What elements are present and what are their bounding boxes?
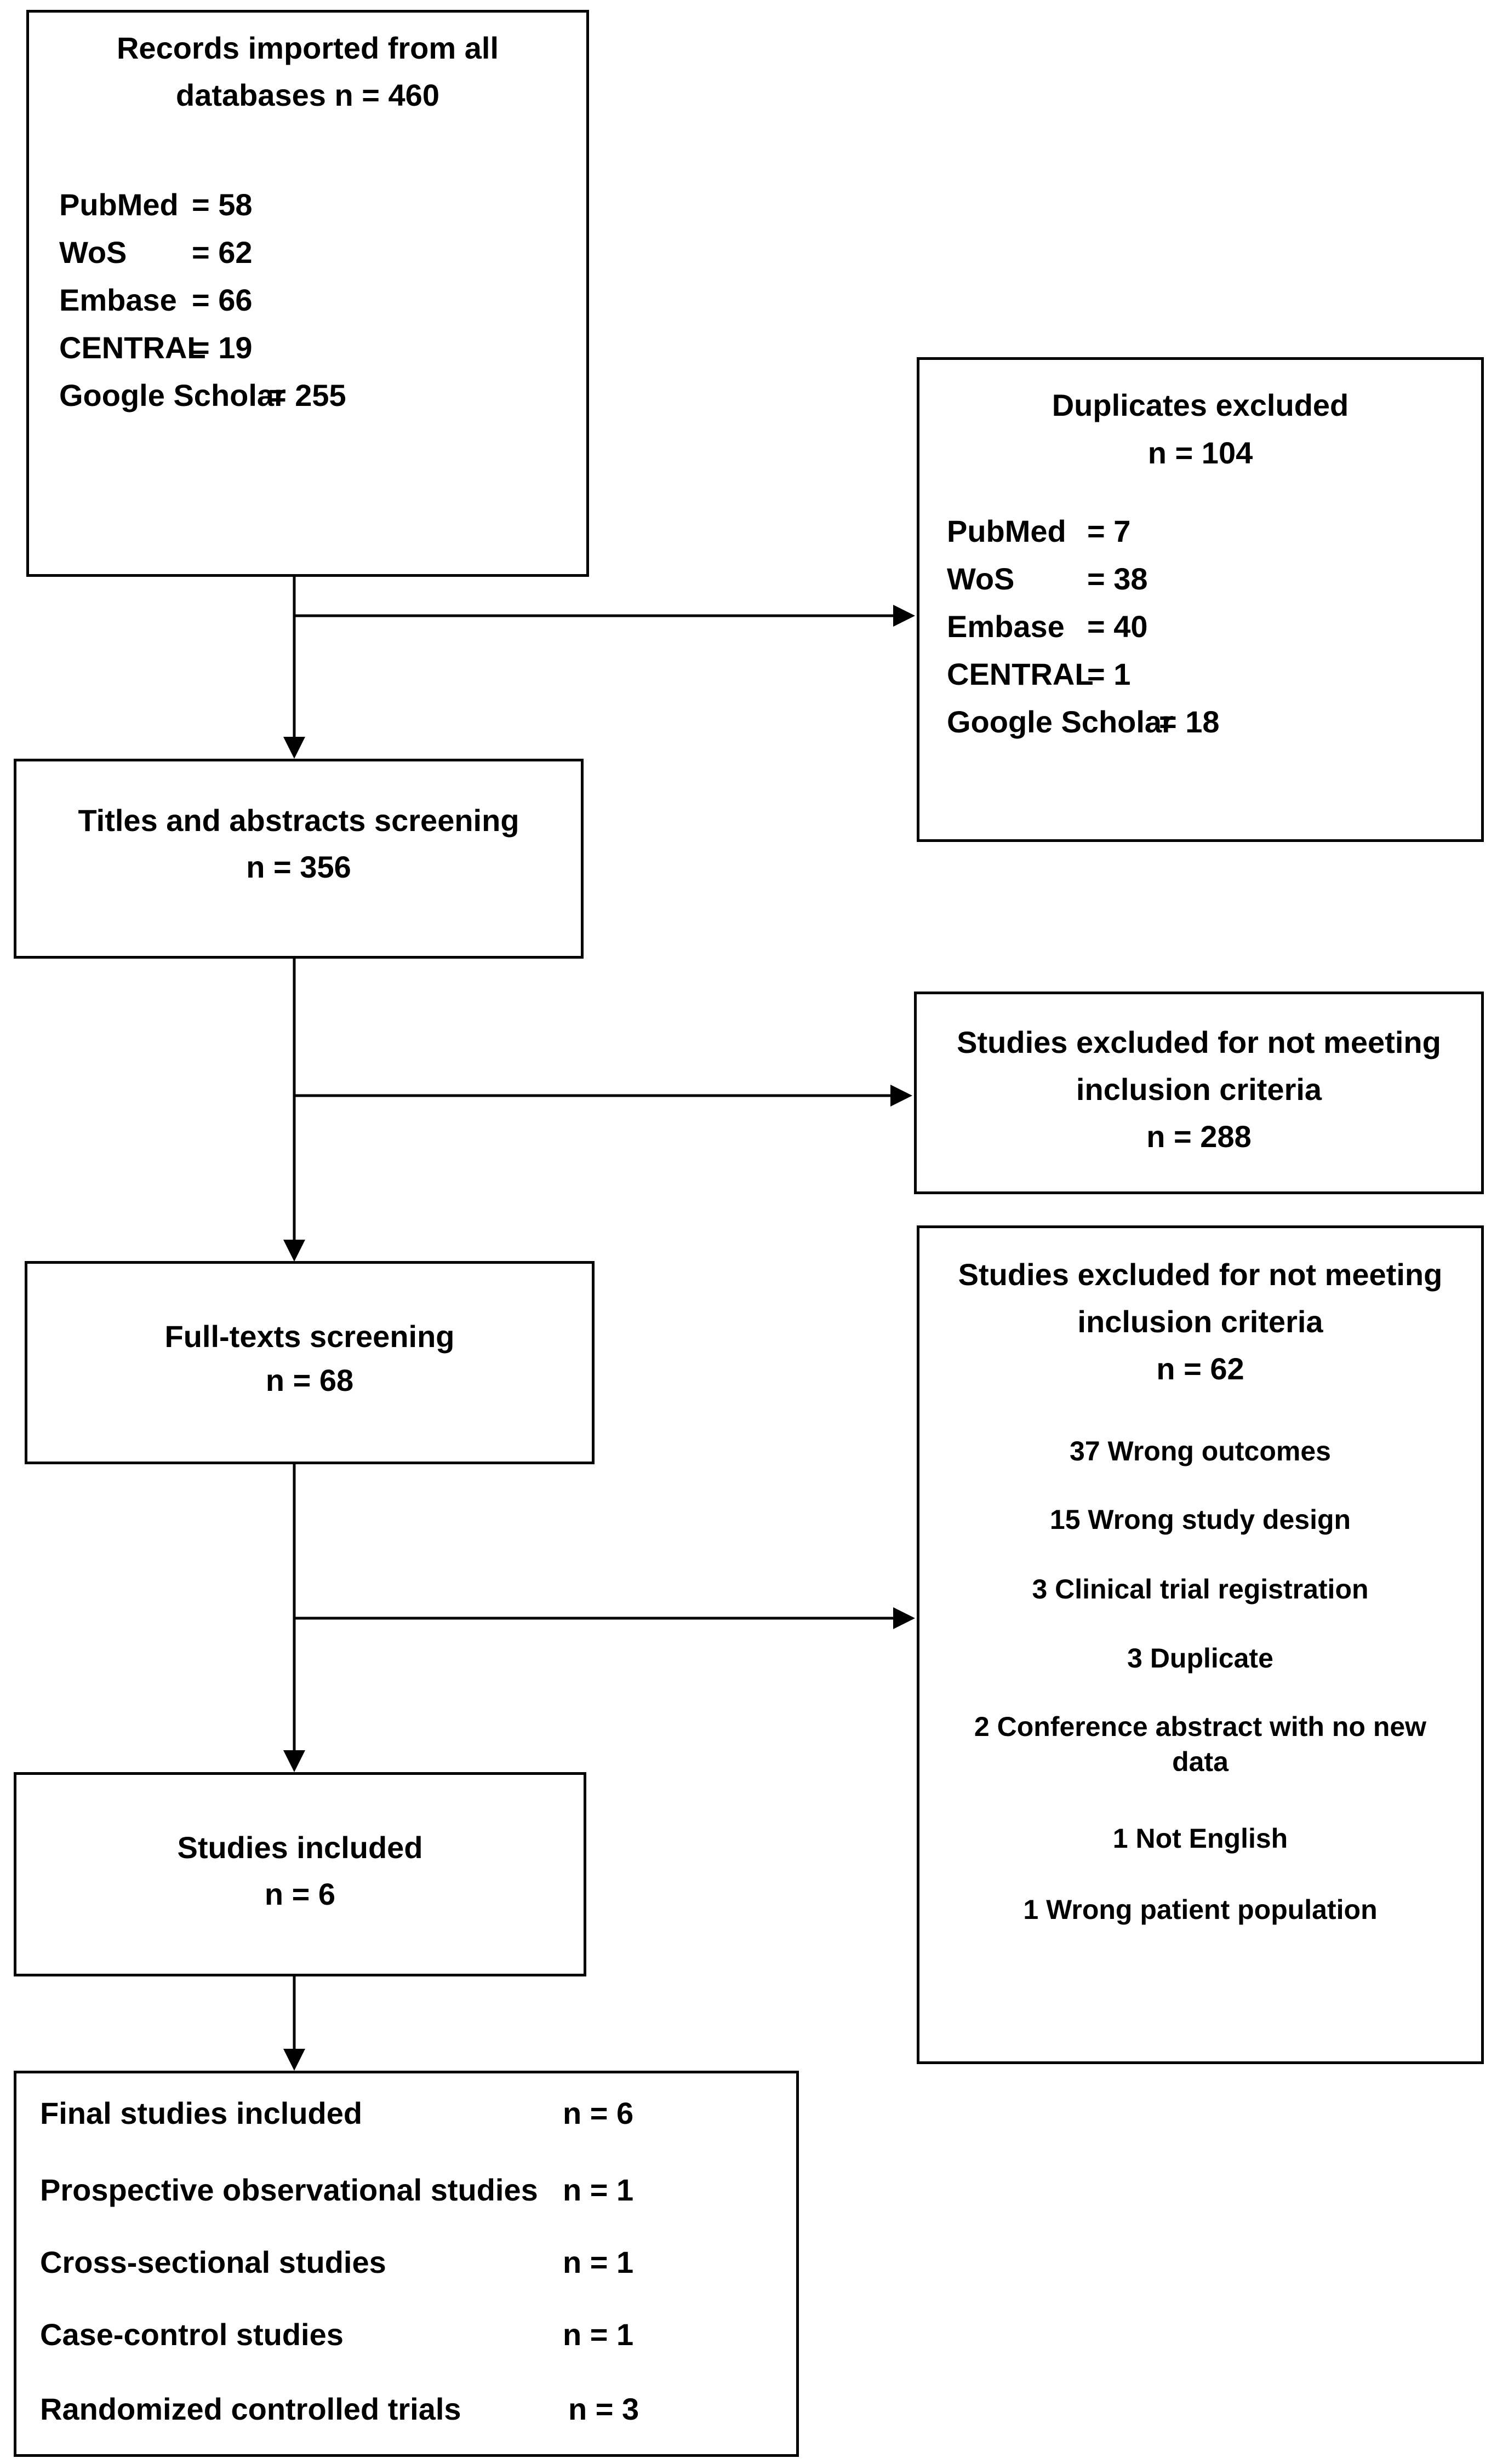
final-row-count: n = 1 — [563, 2317, 634, 2352]
records-source-name: Embase — [59, 283, 177, 317]
titles-screening-box: Titles and abstracts screening n = 356 — [14, 759, 584, 959]
final-row-label: Cross-sectional studies — [40, 2245, 386, 2279]
duplicates-source-value: = 7 — [1087, 514, 1131, 548]
fulltext-screening-box: Full-texts screening n = 68 — [25, 1261, 595, 1464]
fulltext-screening-count: n = 68 — [265, 1363, 354, 1397]
exclusion-reason: 1 Wrong patient population — [1023, 1894, 1378, 1925]
duplicates-source-name: Google Scholar — [947, 704, 1174, 739]
duplicates-source-value: = 1 — [1087, 657, 1131, 691]
exclusion-reason: 37 Wrong outcomes — [1070, 1436, 1331, 1466]
duplicates-source-name: WoS — [947, 561, 1015, 596]
excluded-screening-title: Studies excluded for not meeting inclusi… — [957, 1025, 1441, 1107]
excluded-fulltext-box: Studies excluded for not meeting inclusi… — [917, 1225, 1484, 2064]
duplicates-source-name: CENTRAL — [947, 657, 1094, 691]
duplicates-source-value: = 18 — [1159, 704, 1220, 739]
records-source-name: PubMed — [59, 187, 179, 222]
excluded-fulltext-title: Studies excluded for not meeting inclusi… — [958, 1257, 1443, 1339]
records-source-value: = 19 — [192, 330, 253, 365]
exclusion-reason: 15 Wrong study design — [1049, 1504, 1351, 1535]
exclusion-reason: 3 Clinical trial registration — [1032, 1574, 1369, 1605]
fulltext-screening-title: Full-texts screening — [164, 1319, 455, 1354]
records-source-value: = 255 — [268, 378, 346, 412]
duplicates-count: n = 104 — [1147, 436, 1253, 470]
included-box: Studies included n = 6 — [14, 1772, 586, 1976]
final-row-count: n = 6 — [563, 2096, 634, 2130]
final-row-count: n = 1 — [563, 2173, 634, 2207]
duplicates-box: Duplicates excluded n = 104 PubMed = 7 W… — [917, 357, 1484, 842]
duplicates-source-value: = 38 — [1087, 561, 1148, 596]
records-source-value: = 62 — [192, 235, 253, 270]
duplicates-source-name: PubMed — [947, 514, 1066, 548]
titles-screening-count: n = 356 — [246, 850, 351, 884]
duplicates-title: Duplicates excluded — [1052, 388, 1349, 422]
records-source-value: = 58 — [192, 187, 253, 222]
final-row-count: n = 3 — [568, 2392, 639, 2426]
included-title: Studies included — [177, 1830, 423, 1865]
excluded-screening-count: n = 288 — [1146, 1119, 1252, 1154]
excluded-screening-box: Studies excluded for not meeting inclusi… — [914, 992, 1484, 1194]
included-count: n = 6 — [264, 1877, 336, 1911]
duplicates-source-name: Embase — [947, 609, 1065, 644]
records-title: Records imported from all databases n = … — [116, 31, 499, 112]
exclusion-reason: 3 Duplicate — [1127, 1643, 1273, 1674]
records-box: Records imported from all databases n = … — [26, 10, 589, 577]
final-row-label: Randomized controlled trials — [40, 2392, 461, 2426]
records-source-name: WoS — [59, 235, 127, 270]
exclusion-reason: 1 Not English — [1112, 1823, 1288, 1854]
records-source-name: CENTRAL — [59, 330, 206, 365]
final-row-label: Case-control studies — [40, 2317, 344, 2352]
final-row-count: n = 1 — [563, 2245, 634, 2279]
excluded-fulltext-count: n = 62 — [1156, 1351, 1244, 1386]
duplicates-source-value: = 40 — [1087, 609, 1148, 644]
titles-screening-title: Titles and abstracts screening — [78, 803, 519, 838]
records-source-name: Google Scholar — [59, 378, 286, 412]
final-row-label: Final studies included — [40, 2096, 363, 2130]
exclusion-reason: 2 Conference abstract with no new data — [974, 1711, 1427, 1777]
records-source-value: = 66 — [192, 283, 253, 317]
final-row-label: Prospective observational studies — [40, 2173, 538, 2207]
final-studies-box: Final studies included n = 6 Prospective… — [14, 2071, 799, 2457]
